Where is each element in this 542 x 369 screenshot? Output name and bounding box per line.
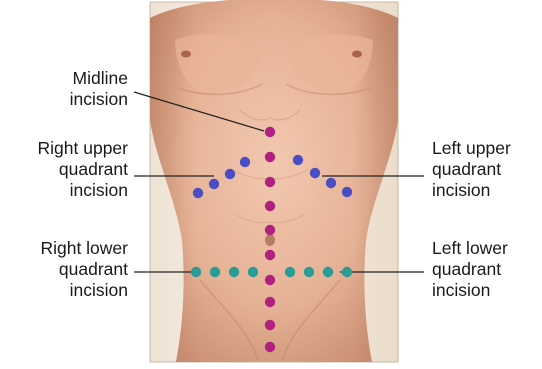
- label-line: incision: [432, 180, 511, 201]
- midline-incision-dot: [265, 201, 275, 211]
- right-upper-quadrant-label: Right upper quadrant incision: [38, 138, 128, 201]
- label-line: incision: [70, 89, 128, 110]
- left-lower-incision-dot: [323, 267, 333, 277]
- right-upper-incision-dot: [209, 179, 219, 189]
- right-upper-incision-dot: [240, 157, 250, 167]
- midline-incision-label: Midline incision: [70, 68, 128, 110]
- left-lower-quadrant-label: Left lower quadrant incision: [432, 238, 508, 301]
- right-upper-incision-dot: [193, 188, 203, 198]
- midline-incision-dot: [265, 177, 275, 187]
- label-line: Right lower: [40, 238, 128, 259]
- right-nipple: [181, 51, 191, 58]
- left-lower-incision-dot: [285, 267, 295, 277]
- right-lower-incision-dot: [210, 267, 220, 277]
- label-line: incision: [432, 280, 508, 301]
- label-line: Midline: [70, 68, 128, 89]
- right-lower-incision-dot: [248, 267, 258, 277]
- left-upper-incision-dot: [326, 178, 336, 188]
- midline-incision-dot: [265, 297, 275, 307]
- midline-incision-dot: [265, 127, 275, 137]
- label-line: quadrant: [40, 259, 128, 280]
- left-nipple: [352, 51, 362, 58]
- left-upper-quadrant-label: Left upper quadrant incision: [432, 138, 511, 201]
- right-lower-quadrant-label: Right lower quadrant incision: [40, 238, 128, 301]
- label-line: Right upper: [38, 138, 128, 159]
- left-upper-incision-dot: [342, 187, 352, 197]
- right-lower-incision-dot: [191, 267, 201, 277]
- midline-incision-dot: [265, 250, 275, 260]
- midline-incision-dot: [265, 320, 275, 330]
- left-lower-incision-dot: [304, 267, 314, 277]
- label-line: Left lower: [432, 238, 508, 259]
- midline-incision-dot: [265, 225, 275, 235]
- label-line: quadrant: [432, 159, 511, 180]
- left-upper-incision-dot: [310, 168, 320, 178]
- label-line: quadrant: [432, 259, 508, 280]
- midline-incision-dot: [265, 152, 275, 162]
- label-line: incision: [40, 280, 128, 301]
- midline-incision-dot: [265, 342, 275, 352]
- navel: [265, 234, 275, 246]
- midline-incision-dot: [265, 275, 275, 285]
- right-upper-incision-dot: [225, 169, 235, 179]
- right-lower-incision-dot: [229, 267, 239, 277]
- label-line: incision: [38, 180, 128, 201]
- left-upper-incision-dot: [293, 155, 303, 165]
- label-line: quadrant: [38, 159, 128, 180]
- label-line: Left upper: [432, 138, 511, 159]
- left-lower-incision-dot: [342, 267, 352, 277]
